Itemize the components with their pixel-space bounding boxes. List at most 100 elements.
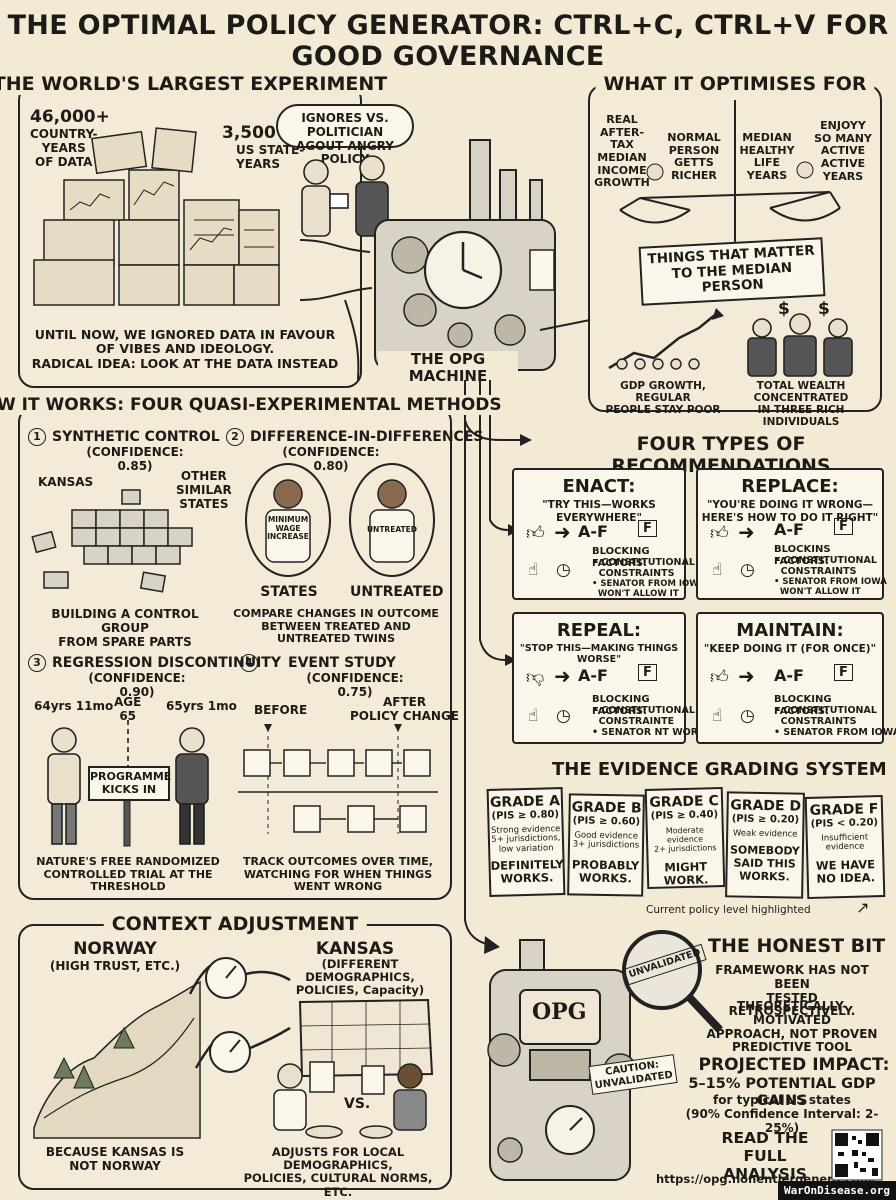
twin-label-states: STATES xyxy=(260,584,318,600)
rec-enact-bullet-1: • CONSTITUTIONAL CONSTRAINTS xyxy=(592,557,695,579)
synthetic-control-blocks xyxy=(31,489,193,593)
rec-repeal-subtitle: "STOP THIS—MAKING THINGS WORSE" xyxy=(519,643,679,666)
demographics-illustration xyxy=(273,1061,427,1139)
hand-icon: ☝︎ xyxy=(712,706,723,726)
rec-maintain-blocking: BLOCKING FACTORS: xyxy=(774,694,832,717)
thumb-icon: 👎︎ xyxy=(526,667,545,688)
grade-c-name: GRADE C xyxy=(649,793,719,811)
thumb-icon: 👍︎ xyxy=(526,523,545,544)
after-label: AFTER POLICY CHANGE xyxy=(350,695,460,723)
hand-icon: ☝︎ xyxy=(528,560,539,580)
rec-replace-subtitle: "YOU'RE DOING IT WRONG— HERE'S HOW TO DO… xyxy=(701,499,879,524)
method-3-confidence: (CONFIDENCE: 0.90) xyxy=(88,671,186,699)
page-title: THE OPTIMAL POLICY GENERATOR: CTRL+C, CT… xyxy=(7,10,889,72)
optimise-item-3: MEDIAN HEALTHY LIFE YEARS xyxy=(739,131,795,182)
other-states-label: OTHER SIMILAR STATES xyxy=(176,469,232,511)
rec-enact-bullet-2: • SENATOR FROM IOWA WON'T ALLOW IT xyxy=(592,579,705,599)
clock-icon: ◷ xyxy=(556,560,571,580)
rec-enact-grade: A-F xyxy=(578,522,608,541)
grade-c-verdict: MIGHT WORK. xyxy=(663,859,709,888)
context-heading: CONTEXT ADJUSTMENT xyxy=(103,913,367,935)
scientist-vs-politician-illustration xyxy=(301,155,389,237)
context-gauges xyxy=(188,957,291,1073)
grade-card-d: GRADE D (PIS ≥ 0.20) Weak evidence SOMEB… xyxy=(725,791,805,899)
grading-note: Current policy level highlighted xyxy=(646,904,811,916)
machine-label: THE OPG MACHINE xyxy=(378,350,518,386)
rec-repeal-bullet-2: • SENATOR NT WORSE xyxy=(592,727,712,738)
dollar-icon: $ xyxy=(818,299,830,319)
gdp-caption: GDP GROWTH, REGULAR PEOPLE STAY POOR xyxy=(605,380,721,417)
gdp-growth-chart-icon xyxy=(608,308,724,370)
arrow-icon: ➜ xyxy=(738,520,755,544)
thumb-icon: 👍︎ xyxy=(710,523,729,544)
rec-replace-bullet-2: • SENATOR FROM IOWA WON'T ALLOW IT xyxy=(774,577,887,597)
method-3-number: 3 xyxy=(28,654,46,672)
rec-enact-blocking: BLOCKING FACTORS: xyxy=(592,546,650,569)
grade-card-b: GRADE B (PIS ≥ 0.60) Good evidence 3+ ju… xyxy=(567,793,645,897)
context-left-caption: BECAUSE KANSAS IS NOT NORWAY xyxy=(45,1145,185,1173)
qr-code-icon[interactable] xyxy=(831,1129,883,1181)
rec-enact-box: F xyxy=(638,520,657,537)
grade-d-desc: Weak evidence xyxy=(732,828,798,840)
method-2-confidence: (CONFIDENCE: 0.80) xyxy=(282,445,380,473)
event-study-timeline xyxy=(238,724,438,834)
norway-label: NORWAY xyxy=(73,939,157,959)
read-analysis: READ THE FULL ANALYSIS xyxy=(721,1129,809,1183)
rec-card-maintain: MAINTAIN: "KEEP DOING IT (FOR ONCE)" A-F… xyxy=(696,612,896,744)
twins-illustration xyxy=(245,463,435,577)
method-1-confidence: (CONFIDENCE: 0.85) xyxy=(86,445,184,473)
kansas-map-illustration xyxy=(298,998,434,1078)
grade-a-verdict: DEFINITELY WORKS. xyxy=(490,856,564,886)
grade-a-name: GRADE A xyxy=(489,793,561,811)
country-years-value: 46,000+ xyxy=(30,107,110,127)
twin-shirt-2: UNTREATED xyxy=(366,525,418,534)
rec-replace-box: F xyxy=(834,518,853,535)
age-threshold-label: AGE 65 xyxy=(114,695,142,723)
wealth-caption: TOTAL WEALTH CONCENTRATED IN THREE RICH … xyxy=(753,380,849,429)
age-left-label: 64yrs 11mo xyxy=(34,699,114,713)
grade-b-criteria: (PIS ≥ 0.60) xyxy=(572,815,641,828)
twin-shirt-1: MINIMUM WAGE INCREASE xyxy=(267,515,309,542)
rec-card-repeal: REPEAL: "STOP THIS—MAKING THINGS WORSE" … xyxy=(512,612,711,744)
grade-f-desc: Insufficient evidence xyxy=(821,831,869,853)
programme-sign: PROGRAMME KICKS IN xyxy=(88,766,171,802)
grading-heading: THE EVIDENCE GRADING SYSTEM xyxy=(552,759,887,780)
magnifying-glass-icon xyxy=(622,930,723,1033)
clock-icon: ◷ xyxy=(556,706,571,726)
state-years-value: 3,500+ xyxy=(222,123,291,143)
hand-icon: ☝︎ xyxy=(528,706,539,726)
rec-maintain-title: MAINTAIN: xyxy=(736,620,844,641)
country-years-label: COUNTRY- YEARS OF DATA xyxy=(30,127,98,169)
versus-label: VS. xyxy=(344,1096,371,1112)
impact-title: PROJECTED IMPACT: xyxy=(698,1055,890,1075)
grade-b-desc: Good evidence 3+ jurisdictions xyxy=(572,830,640,851)
rec-repeal-grade: A-F xyxy=(578,666,608,685)
optimise-item-1: REAL AFTER-TAX MEDIAN INCOME GROWTH xyxy=(594,113,650,190)
rec-enact-title: ENACT: xyxy=(562,476,636,497)
kansas-context-sublabel: (DIFFERENT DEMOGRAPHICS, POLICIES, Capac… xyxy=(295,957,425,998)
grade-f-criteria: (PIS < 0.20) xyxy=(810,817,879,830)
kansas-label: KANSAS xyxy=(38,475,94,489)
experiment-caption: UNTIL NOW, WE IGNORED DATA IN FAVOUR OF … xyxy=(31,327,339,371)
rec-maintain-bullet-1: • CONSTITUTIONAL CONSTRAINTS xyxy=(774,705,877,727)
grade-a-desc: Strong evidence 5+ jurisdictions, low va… xyxy=(490,823,561,855)
rec-repeal-box: F xyxy=(638,664,657,681)
hand-icon: ☝︎ xyxy=(712,560,723,580)
grade-a-criteria: (PIS ≥ 0.80) xyxy=(491,809,560,822)
norway-sublabel: (HIGH TRUST, ETC.) xyxy=(49,959,181,973)
opg-badge: OPG xyxy=(532,999,587,1025)
rec-maintain-box: F xyxy=(834,664,853,681)
rec-replace-bullet-1: • CONSTITUTIONAL CONSTRAINTS xyxy=(774,555,877,577)
regression-discontinuity-illustration xyxy=(47,720,209,847)
twin-label-untreated: UNTREATED xyxy=(350,584,444,600)
rich-individuals-icon xyxy=(747,313,853,377)
before-label: BEFORE xyxy=(254,703,308,717)
impact-subtitle: for typical US states (90% Confidence In… xyxy=(685,1093,879,1135)
grade-card-a: GRADE A (PIS ≥ 0.80) Strong evidence 5+ … xyxy=(486,787,566,897)
method-4-caption: TRACK OUTCOMES OVER TIME, WATCHING FOR W… xyxy=(243,855,433,894)
